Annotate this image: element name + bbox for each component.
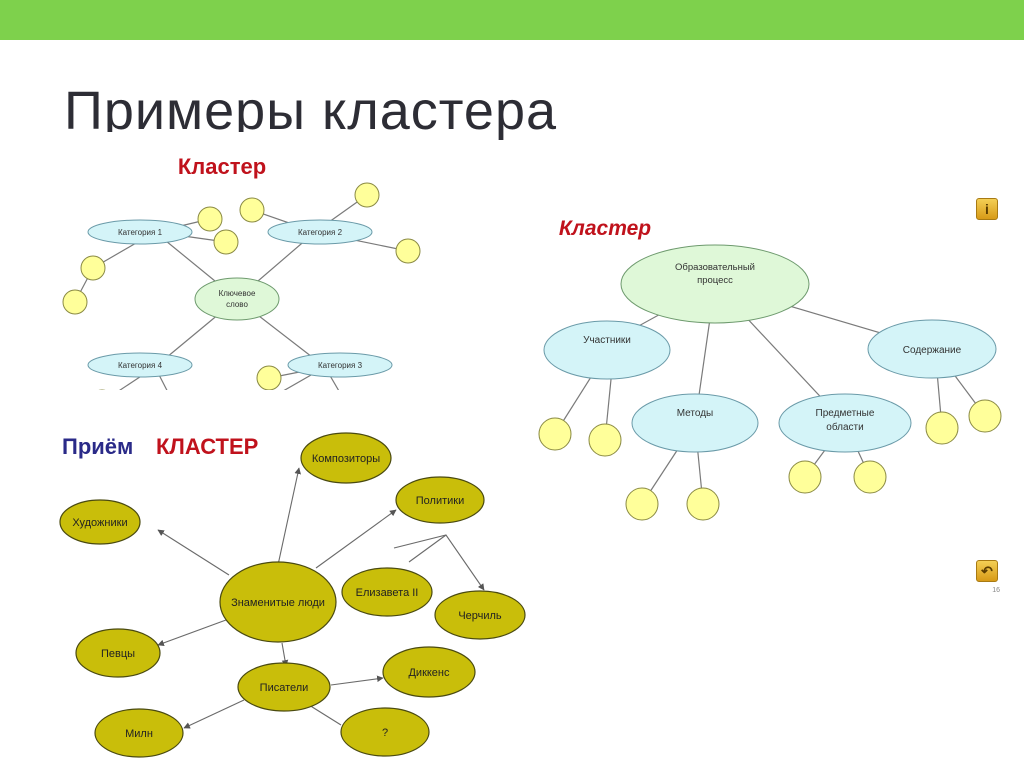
page-number: 16: [992, 587, 1000, 594]
slide-title: Примеры кластера: [64, 81, 558, 141]
cluster-diagram-generic: Кластер Категория 1 Категория 2 Категори…: [62, 154, 421, 423]
writers-node: [237, 662, 331, 712]
leaf-circle: [625, 487, 659, 521]
top-accent-bar: [0, 0, 1024, 40]
category-label: Категория 1: [118, 228, 163, 237]
methods-node: [631, 393, 759, 453]
leaf-circle: [197, 206, 223, 232]
cluster-title-prefix: Приём: [62, 434, 133, 459]
cluster-panel-generic: Кластер Категория 1 Категория 2 Категори…: [30, 132, 445, 424]
question-node: [340, 707, 430, 757]
singers-node: [75, 628, 161, 678]
leaf-circle: [239, 197, 265, 223]
category-node: [87, 352, 193, 378]
churchill-node: [434, 590, 526, 640]
singers-label: Певцы: [101, 648, 135, 660]
methods-label: Методы: [677, 408, 714, 419]
writers-label: Писатели: [260, 682, 309, 694]
subject-areas-label: Предметные: [816, 408, 875, 419]
artists-label: Художники: [72, 517, 127, 529]
dickens-node: [382, 646, 476, 698]
composers-node: [300, 432, 392, 484]
key-word-label: Ключевое: [219, 289, 256, 298]
educational-process-label: процесс: [697, 275, 733, 286]
milne-label: Милн: [125, 728, 153, 740]
leaf-circle: [354, 182, 380, 208]
elizabeth-node: [341, 567, 433, 617]
leaf-circle: [686, 487, 720, 521]
leaf-circle: [588, 423, 622, 457]
leaf-circle: [853, 460, 887, 494]
participants-node: [543, 320, 671, 380]
leaf-circle: [213, 229, 239, 255]
leaf-circle: [395, 238, 421, 264]
politicians-label: Политики: [416, 495, 465, 507]
artists-node: [59, 499, 141, 545]
content-node: [867, 319, 997, 379]
info-icon[interactable]: i: [976, 198, 998, 220]
leaf-circle: [538, 417, 572, 451]
educational-process-node: [620, 244, 810, 324]
category-label: Категория 3: [318, 361, 363, 370]
leaf-circle: [925, 411, 959, 445]
composers-label: Композиторы: [312, 453, 380, 465]
cluster-title: Кластер: [178, 154, 266, 179]
leaf-circle: [788, 460, 822, 494]
cluster-diagram-education: Кластер Образовательный процесс Участник…: [538, 217, 1002, 594]
politicians-node: [395, 476, 485, 524]
leaf-circle: [80, 255, 106, 281]
cluster-title: Кластер: [559, 217, 651, 240]
category-node: [267, 219, 373, 245]
question-label: ?: [382, 727, 388, 739]
dickens-label: Диккенс: [408, 667, 450, 679]
cluster-panel-famous-people: Приём КЛАСТЕР Композиторы Художники Поли…: [34, 390, 534, 767]
key-word-node: [194, 277, 280, 321]
key-word-label: слово: [226, 300, 248, 309]
leaf-circle: [968, 399, 1002, 433]
cluster-diagram-famous-people: Приём КЛАСТЕР Композиторы Художники Поли…: [59, 432, 526, 758]
cluster-panel-education: Кластер Образовательный процесс Участник…: [520, 172, 1002, 594]
leaf-circle: [256, 365, 282, 391]
famous-people-node: [219, 561, 337, 643]
famous-people-label: Знаменитые люди: [231, 597, 325, 609]
participants-label: Участники: [583, 335, 631, 346]
category-node: [287, 352, 393, 378]
category-node: [87, 219, 193, 245]
category-label: Категория 4: [118, 361, 163, 370]
churchill-label: Черчиль: [458, 610, 502, 622]
category-label: Категория 2: [298, 228, 343, 237]
cluster-title-main: КЛАСТЕР: [156, 434, 258, 459]
educational-process-label: Образовательный: [675, 262, 755, 273]
content-label: Содержание: [903, 345, 962, 356]
subject-areas-label: области: [826, 421, 863, 433]
subject-areas-node: [778, 393, 912, 453]
milne-node: [94, 708, 184, 758]
return-icon[interactable]: ↶: [976, 560, 998, 582]
leaf-circle: [62, 289, 88, 315]
elizabeth-label: Елизавета II: [356, 587, 419, 599]
